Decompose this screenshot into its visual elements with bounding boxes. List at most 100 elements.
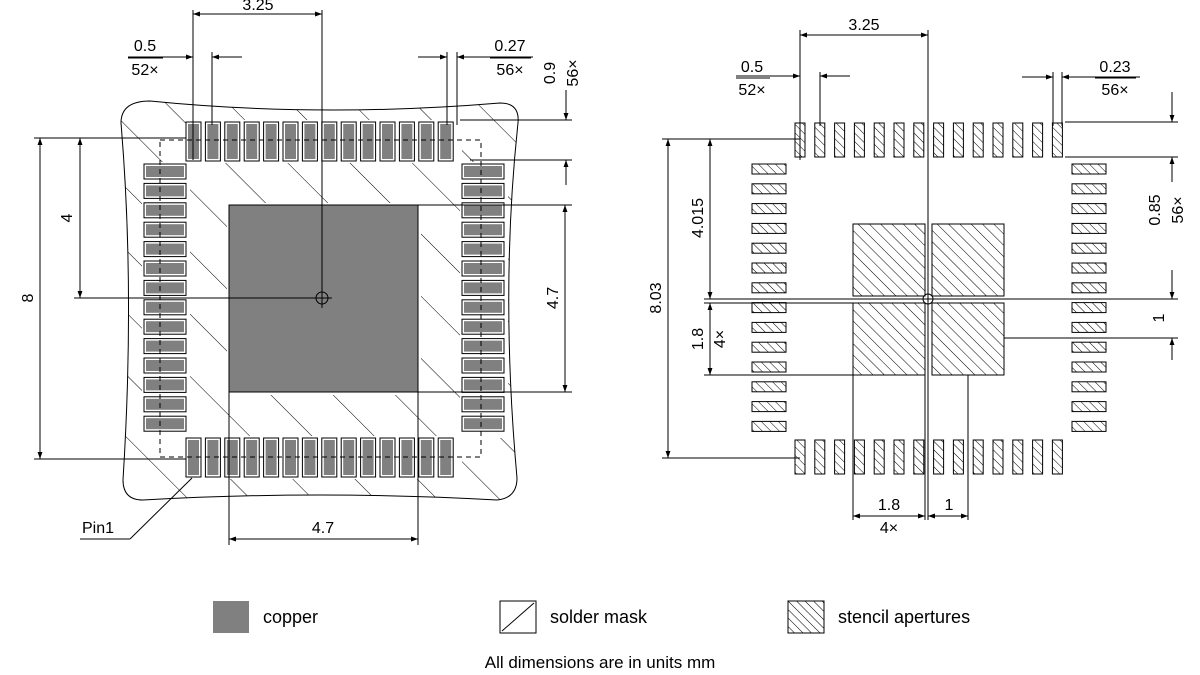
stencil-aperture xyxy=(814,439,826,475)
left-pad-width-label: 0.27 xyxy=(494,38,525,55)
stencil-aperture xyxy=(1071,381,1107,393)
copper-swatch-icon xyxy=(213,601,249,633)
stencil-aperture xyxy=(913,122,925,158)
copper-pad xyxy=(440,124,452,159)
stencil-aperture xyxy=(873,122,885,158)
stencil-aperture xyxy=(1071,242,1107,254)
stencil-aperture xyxy=(1071,361,1107,373)
stencil-aperture xyxy=(751,321,787,333)
stencil-aperture xyxy=(794,439,806,475)
copper-pad xyxy=(382,124,393,159)
copper-pad xyxy=(207,440,219,475)
stencil-aperture xyxy=(834,122,846,158)
right-half-label: 4.015 xyxy=(690,198,707,238)
copper-pad xyxy=(343,440,355,475)
stencil-aperture xyxy=(933,439,945,475)
stencil-aperture xyxy=(1071,302,1107,314)
copper-pad xyxy=(146,204,184,216)
copper-pad xyxy=(464,301,502,313)
copper-pad xyxy=(146,263,184,274)
left-copper-pads xyxy=(143,121,505,478)
copper-pad xyxy=(146,418,184,430)
copper-pad xyxy=(464,418,502,430)
stencil-aperture xyxy=(1071,262,1107,274)
left-pitch-count: 52× xyxy=(131,62,158,79)
right-bottom-size-count: 4× xyxy=(880,520,898,537)
left-ep-height-label: 4.7 xyxy=(545,287,562,309)
copper-pad xyxy=(146,282,184,294)
left-half-label: 4 xyxy=(59,213,76,222)
copper-pad xyxy=(146,340,184,352)
right-center-dim-label: 3.25 xyxy=(848,17,879,34)
right-bottom-gap-label: 1 xyxy=(945,497,954,514)
right-aperture-length-label: 0.85 xyxy=(1147,194,1164,225)
stencil-aperture xyxy=(893,439,905,475)
left-pad-width-count: 56× xyxy=(496,62,523,79)
copper-pad xyxy=(265,124,277,159)
right-pitch-count: 52× xyxy=(738,82,765,99)
stencil-aperture xyxy=(1071,401,1107,413)
stencil-aperture xyxy=(814,122,826,158)
left-dimension-lines xyxy=(34,10,572,545)
legend: copper solder mask stencil apertures xyxy=(213,600,970,634)
stencil-aperture xyxy=(1071,163,1107,175)
right-aperture-width-label: 0.23 xyxy=(1099,59,1130,76)
stencil-aperture xyxy=(1032,439,1044,475)
copper-pad xyxy=(420,440,432,475)
stencil-aperture xyxy=(751,242,787,254)
stencil-aperture xyxy=(751,401,787,413)
copper-pad xyxy=(464,379,502,391)
left-ep-width-label: 4.7 xyxy=(312,520,334,537)
copper-pad xyxy=(207,124,219,159)
stencil-aperture xyxy=(751,302,787,314)
stencil-aperture xyxy=(751,163,787,175)
copper-pad xyxy=(323,440,335,475)
copper-pad xyxy=(464,282,502,294)
stencil-aperture xyxy=(893,122,905,158)
copper-pad xyxy=(146,224,184,236)
copper-pad xyxy=(440,440,452,475)
right-overall-label: 8.03 xyxy=(648,282,665,313)
stencil-aperture xyxy=(751,282,787,294)
stencil-aperture xyxy=(1012,439,1024,475)
left-pitch-label: 0.5 xyxy=(134,38,156,55)
copper-pad xyxy=(464,360,502,371)
center-stencil-apertures xyxy=(852,223,1005,376)
copper-pad xyxy=(343,124,355,159)
left-pad-length-label: 0.9 xyxy=(542,62,559,84)
copper-pad xyxy=(464,243,502,255)
right-side-gap-label: 1 xyxy=(1151,313,1168,322)
stencil-aperture xyxy=(913,439,925,475)
stencil-aperture xyxy=(1071,341,1107,353)
stencil-aperture xyxy=(853,439,865,475)
legend-solder-mask-label: solder mask xyxy=(550,607,648,627)
copper-pad xyxy=(464,321,502,333)
stencil-aperture xyxy=(751,183,787,195)
copper-pad xyxy=(420,124,432,159)
legend-stencil-label: stencil apertures xyxy=(838,607,970,627)
stencil-aperture xyxy=(952,439,964,475)
copper-pad xyxy=(464,224,502,236)
stencil-aperture-swatch-icon xyxy=(787,600,825,634)
stencil-aperture xyxy=(751,381,787,393)
stencil-aperture xyxy=(1071,203,1107,215)
copper-pad xyxy=(226,124,238,159)
copper-pad xyxy=(146,379,184,391)
right-pitch-label: 0.5 xyxy=(741,59,763,76)
right-side-size-count: 4× xyxy=(712,330,729,348)
copper-pad xyxy=(146,360,184,371)
copper-pad xyxy=(304,440,316,475)
left-view-copper-and-mask: 3.25 0.5 52× 0.27 56× 0.9 56× 8 4 4.7 4.… xyxy=(20,0,582,545)
stencil-aperture xyxy=(751,361,787,373)
left-pad-length-count: 56× xyxy=(565,59,582,86)
stencil-aperture xyxy=(972,439,984,475)
left-center-dim-label: 3.25 xyxy=(242,0,273,14)
copper-pad xyxy=(464,340,502,352)
stencil-aperture xyxy=(834,439,846,475)
stencil-aperture xyxy=(1071,222,1107,234)
copper-pad xyxy=(464,166,502,177)
copper-pad xyxy=(464,263,502,274)
right-aperture-width-count: 56× xyxy=(1101,82,1128,99)
copper-pad xyxy=(464,185,502,197)
